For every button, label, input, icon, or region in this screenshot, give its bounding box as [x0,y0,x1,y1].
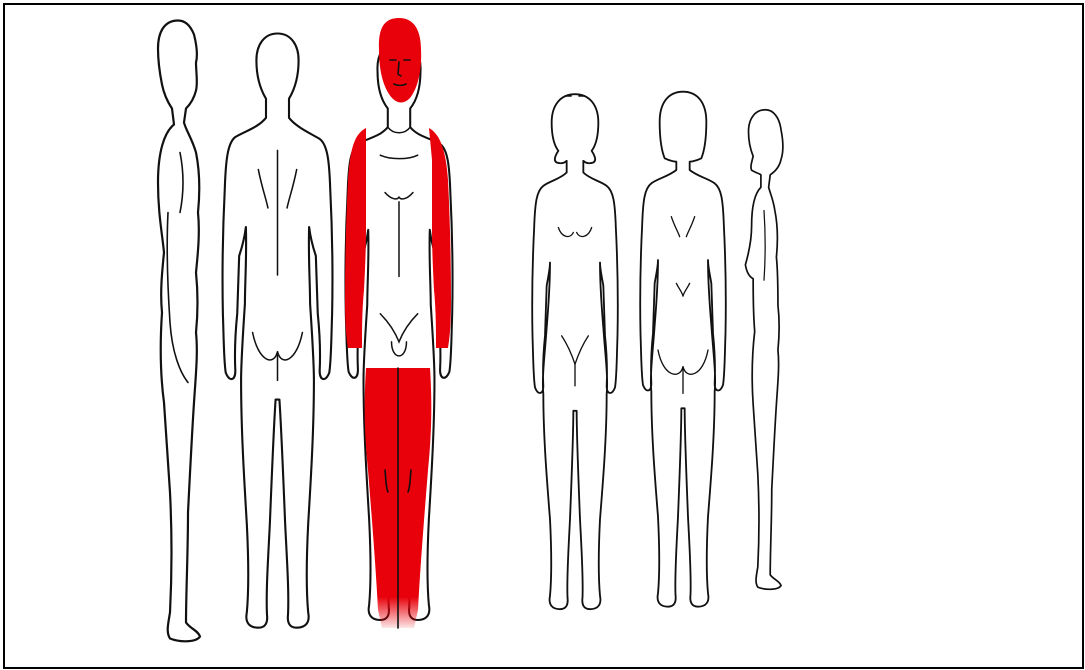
figure-male-back [222,34,332,628]
figure-male-front [345,18,453,628]
figure-male-side [158,21,200,642]
figure-female-back [640,92,726,607]
figure-female-front [532,94,618,609]
figure-female-side [745,110,782,590]
highlight-arm-right [345,128,366,348]
